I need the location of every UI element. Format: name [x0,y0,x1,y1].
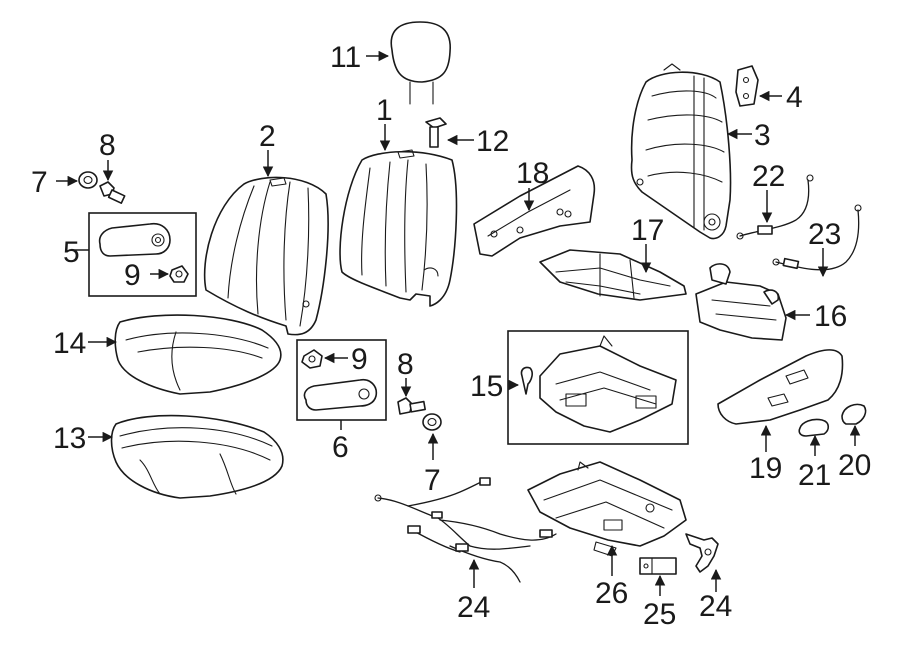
washer-left [78,171,98,189]
callout-2: 2 [259,120,276,153]
headrest [390,21,451,105]
callout-15: 16 [814,300,847,333]
handle [798,418,830,437]
callout-13: 14 [53,327,86,360]
seat-back-cover-right [339,149,458,307]
nut-lower [301,349,323,369]
wire-harness [374,477,557,583]
callout-6: 6 [332,431,349,464]
callout-labels: 11 1 2 12 4 3 8 7 5 9 18 17 22 23 16 14 … [31,41,871,631]
callout-9-lower: 9 [351,343,368,376]
callout-7-upper: 7 [31,166,48,199]
callout-17: 18 [516,157,549,190]
callout-5: 5 [63,236,80,269]
cushion-cover [114,314,282,395]
callout-16: 17 [631,214,664,247]
bolt-lower [397,397,426,415]
seat-back-frame [630,63,732,240]
callout-10: 11 [330,41,361,74]
callout-12: 13 [53,422,86,455]
nut-upper [169,265,189,283]
headrest-guide [425,117,447,148]
callout-1: 1 [376,94,393,127]
cable [736,174,814,240]
callout-3: 3 [754,119,771,152]
callout-18: 19 [749,452,782,485]
shield [695,263,787,341]
callout-11: 12 [476,125,509,158]
cushion-pan [539,249,687,301]
callout-23: 24 [457,591,490,624]
callout-21: 22 [752,160,785,193]
outer-trim [717,349,844,425]
bolt-upper [99,181,126,204]
bracket [735,65,759,107]
callout-20: 21 [798,459,831,492]
label [639,557,677,575]
callout-14: 15 [470,370,503,403]
seat-back-cover-left [203,176,329,336]
callout-8-lower: 8 [397,348,414,381]
callout-22: 23 [808,218,841,251]
callout-19: 20 [838,449,871,482]
callout-4: 4 [786,81,803,114]
knob [841,403,867,425]
callout-9-upper: 9 [124,259,141,292]
armrest-upper [88,212,197,297]
callout-25: 25 [643,598,676,631]
washer-lower [422,413,442,431]
callout-24: 24 [699,590,732,623]
cushion-frame [507,330,689,445]
callout-8-upper: 8 [99,129,116,162]
callout-26: 26 [595,577,628,610]
callout-7-lower: 7 [424,464,441,497]
cable-right [772,204,862,271]
latch [685,533,719,573]
adjuster-track [527,461,687,557]
leader-lines [56,50,861,596]
cushion-pad [110,414,284,499]
